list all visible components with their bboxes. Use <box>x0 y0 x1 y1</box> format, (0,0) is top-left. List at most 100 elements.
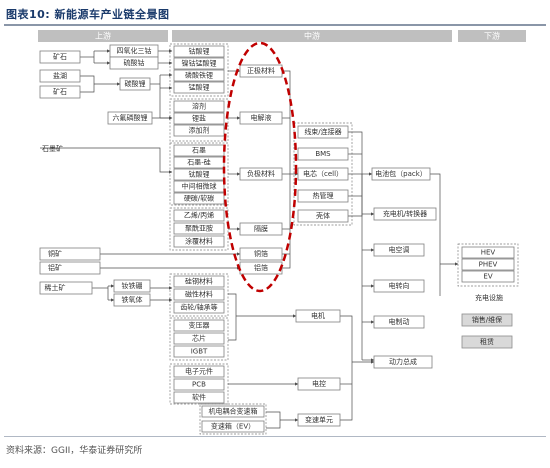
svg-text:齿轮/轴承等: 齿轮/轴承等 <box>180 303 217 312</box>
svg-text:变速箱（EV）: 变速箱（EV） <box>211 422 255 431</box>
svg-text:隔膜: 隔膜 <box>254 224 268 233</box>
node-controller: 电控 <box>297 377 341 391</box>
node-braking: 电制动 <box>373 315 425 329</box>
node-anode: 负极材料 <box>239 167 283 181</box>
node-lmo: 锰酸锂 <box>173 81 225 94</box>
node-rental: 租赁 <box>461 335 513 349</box>
svg-text:中游: 中游 <box>304 31 320 41</box>
svg-text:电制动: 电制动 <box>389 317 410 326</box>
node-gear-bearing: 齿轮/轴承等 <box>173 301 225 314</box>
node-separator: 隔膜 <box>239 222 283 236</box>
svg-text:铁氧体: 铁氧体 <box>122 295 143 304</box>
node-charging-facility: 充电设施 <box>475 293 503 302</box>
node-mcmb: 中间相微球 <box>173 180 225 193</box>
svg-text:钛酸锂: 钛酸锂 <box>189 170 210 179</box>
svg-text:下游: 下游 <box>484 31 500 41</box>
source-note: 资料来源：GGII，华泰证券研究所 <box>6 446 143 456</box>
group-cathode-materials <box>169 43 229 97</box>
node-coating: 涂覆材料 <box>173 235 225 248</box>
group-electrolyte-materials <box>169 98 229 142</box>
node-cobalt-sulfate: 硫酸钴 <box>109 56 159 70</box>
node-ev: EV <box>461 270 515 283</box>
svg-text:负极材料: 负极材料 <box>247 169 275 178</box>
svg-text:涂覆材料: 涂覆材料 <box>185 237 213 246</box>
svg-text:石墨矿: 石墨矿 <box>42 144 63 153</box>
svg-text:电子元件: 电子元件 <box>185 367 213 376</box>
node-transmission-unit: 变速单元 <box>297 413 341 427</box>
node-lco: 钴酸锂 <box>173 45 225 58</box>
node-lto: 钛酸锂 <box>173 168 225 181</box>
svg-text:租赁: 租赁 <box>480 337 494 346</box>
group-transmission-materials <box>199 403 267 435</box>
svg-text:充电设施: 充电设施 <box>475 293 503 302</box>
svg-text:碳酸锂: 碳酸锂 <box>125 79 146 88</box>
node-copper-foil: 铜箔 <box>239 247 283 261</box>
node-graphite-ore: 石墨矿 <box>42 144 63 153</box>
svg-text:钕铁硼: 钕铁硼 <box>122 281 143 290</box>
group-motor-materials <box>169 273 229 317</box>
svg-text:镍钴锰酸锂: 镍钴锰酸锂 <box>182 59 217 68</box>
node-hev: HEV <box>461 246 515 259</box>
svg-text:销售/维保: 销售/维保 <box>472 315 502 324</box>
svg-text:石墨-硅: 石墨-硅 <box>187 158 211 167</box>
node-phev: PHEV <box>461 258 515 271</box>
node-ev-gearbox: 变速箱（EV） <box>201 420 265 433</box>
node-bms: BMS <box>297 147 349 161</box>
node-electromech-gearbox: 机电耦合变速箱 <box>201 405 265 418</box>
svg-text:线束/连接器: 线束/连接器 <box>304 127 341 136</box>
group-controller-materials <box>169 317 229 361</box>
highlight-ellipse <box>222 41 298 293</box>
svg-text:添加剂: 添加剂 <box>189 126 210 135</box>
svg-text:变压器: 变压器 <box>189 321 210 330</box>
node-cobalt-tetroxide: 四氧化三钴 <box>109 44 159 58</box>
svg-text:软件: 软件 <box>192 393 206 402</box>
svg-text:盐湖: 盐湖 <box>53 71 67 80</box>
header-upstream: 上游 <box>38 30 168 42</box>
svg-text:中间相微球: 中间相微球 <box>182 182 217 191</box>
svg-text:稀土矿: 稀土矿 <box>45 283 66 292</box>
node-ore-2: 矿石 <box>39 85 81 99</box>
svg-text:芯片: 芯片 <box>192 334 206 343</box>
svg-text:电空调: 电空调 <box>389 245 410 254</box>
node-polyimide: 聚酰亚胺 <box>173 222 225 235</box>
svg-text:钴酸锂: 钴酸锂 <box>189 47 210 56</box>
svg-text:硅钢材料: 硅钢材料 <box>185 277 213 286</box>
node-lithium-carbonate: 碳酸锂 <box>119 77 151 91</box>
svg-text:磁性材料: 磁性材料 <box>185 290 213 299</box>
svg-text:PCB: PCB <box>192 381 206 389</box>
node-electrolyte: 电解液 <box>239 111 283 125</box>
node-copper-ore: 铜矿 <box>39 247 101 261</box>
node-additive: 添加剂 <box>173 124 225 137</box>
node-lipf6: 六氟磷酸锂 <box>107 111 153 125</box>
node-software: 软件 <box>173 391 225 404</box>
svg-text:磷酸铁锂: 磷酸铁锂 <box>185 71 213 80</box>
node-battery-pack: 电池包（pack） <box>371 167 431 181</box>
node-solvent: 溶剂 <box>173 100 225 113</box>
node-ndfeb: 钕铁硼 <box>113 279 151 293</box>
node-igbt: IGBT <box>173 345 225 358</box>
svg-text:电机: 电机 <box>311 311 325 320</box>
node-graphite: 石墨 <box>173 144 225 157</box>
svg-text:聚酰亚胺: 聚酰亚胺 <box>185 224 213 233</box>
svg-text:铜箔: 铜箔 <box>254 249 268 258</box>
svg-text:四氧化三钴: 四氧化三钴 <box>117 46 152 55</box>
svg-text:锂盐: 锂盐 <box>192 114 206 123</box>
svg-text:铝箔: 铝箔 <box>254 263 268 272</box>
svg-text:上游: 上游 <box>95 31 111 41</box>
svg-text:乙烯/丙烯: 乙烯/丙烯 <box>184 211 214 220</box>
header-downstream: 下游 <box>458 30 526 42</box>
svg-text:壳体: 壳体 <box>316 211 330 220</box>
svg-text:IGBT: IGBT <box>191 348 208 356</box>
node-ncm: 镍钴锰酸锂 <box>173 57 225 70</box>
svg-text:PHEV: PHEV <box>479 261 498 269</box>
node-magnetic: 磁性材料 <box>173 288 225 301</box>
node-rare-earth-ore: 稀土矿 <box>39 281 93 295</box>
node-electronic: 电子元件 <box>173 365 225 378</box>
svg-text:溶剂: 溶剂 <box>192 102 206 111</box>
node-pe-pp: 乙烯/丙烯 <box>173 209 225 222</box>
svg-text:电解液: 电解液 <box>251 113 272 122</box>
source-divider <box>4 436 546 437</box>
node-salt-lake: 盐湖 <box>39 69 81 83</box>
node-silicon-steel: 硅钢材料 <box>173 275 225 288</box>
